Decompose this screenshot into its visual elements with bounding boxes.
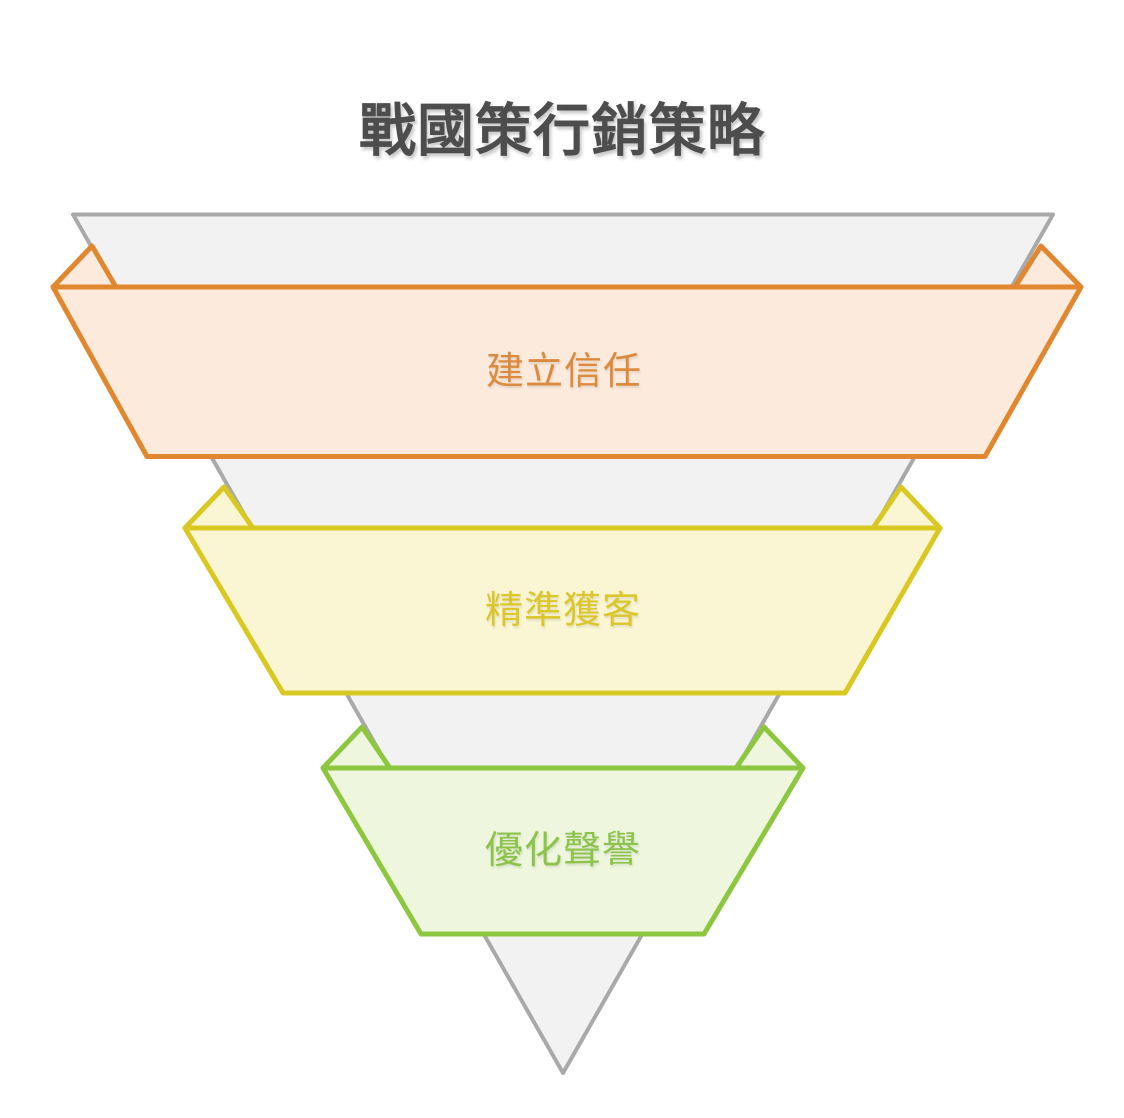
- funnel-level-2: 精準獲客: [182, 484, 943, 696]
- level-2-band: [182, 525, 943, 696]
- page-title: 戰國策行銷策略: [359, 99, 765, 163]
- level-3-label: 優化聲譽: [485, 830, 641, 872]
- level-1-label: 建立信任: [486, 351, 642, 393]
- level-2-label: 精準獲客: [485, 590, 641, 632]
- level-1-band: [50, 284, 1084, 459]
- level-3-band: [320, 765, 806, 937]
- funnel-level-3: 優化聲譽: [320, 724, 806, 937]
- funnel-level-1: 建立信任: [50, 243, 1084, 459]
